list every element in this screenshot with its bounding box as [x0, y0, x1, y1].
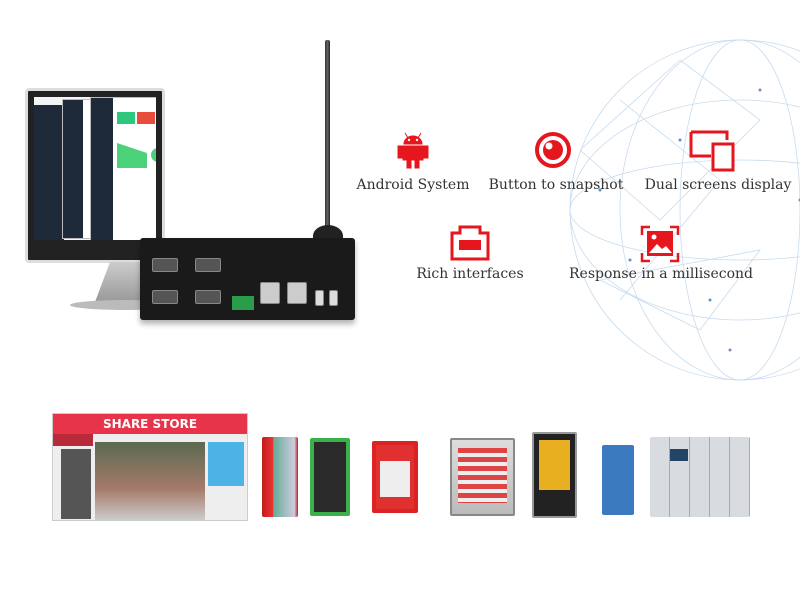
- red-vending-machine: [372, 441, 418, 513]
- dual-screens-icon: [689, 130, 735, 172]
- monitor-screen: [34, 97, 156, 240]
- monitor-base: [70, 300, 180, 310]
- android-icon: [397, 132, 429, 169]
- feature-rich-interfaces: Rich interfaces: [416, 266, 524, 282]
- monitor: [25, 88, 165, 263]
- feature-response-in-a-millisecond: Response in a millisecond: [569, 266, 753, 282]
- advertising-kiosk: [532, 432, 577, 518]
- smart-locker: [650, 437, 750, 517]
- vending-fridge: [262, 437, 298, 517]
- snapshot-button-icon: [535, 132, 571, 168]
- ticket-kiosk: [602, 445, 634, 515]
- gateway-device: [140, 238, 355, 320]
- green-vending-machine: [310, 438, 350, 516]
- network-globe-graphic: [569, 39, 800, 381]
- share-store-image: SHARE STORE: [52, 413, 248, 521]
- snack-vending-machine: [450, 438, 515, 516]
- image-capture-icon: [640, 225, 680, 263]
- feature-button-to-snapshot: Button to snapshot: [488, 177, 624, 193]
- ethernet-port-icon: [450, 225, 490, 261]
- feature-android-system: Android System: [356, 177, 470, 193]
- antenna: [325, 40, 330, 240]
- feature-dual-screens-display: Dual screens display: [644, 177, 792, 193]
- store-sign: SHARE STORE: [53, 414, 247, 434]
